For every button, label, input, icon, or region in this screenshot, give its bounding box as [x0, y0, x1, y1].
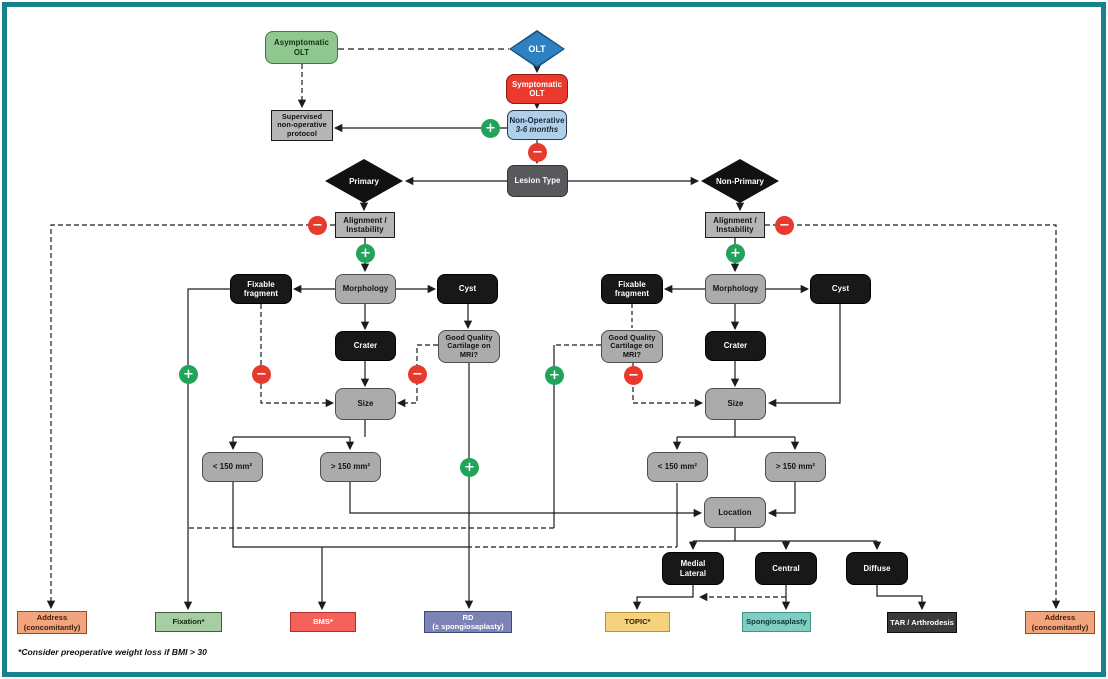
plus-indicator-nonoperative: +	[481, 119, 500, 138]
minus-glyph: −	[628, 368, 639, 383]
cyst-left-node: Cyst	[437, 274, 498, 304]
minus-indicator-fixable-left: −	[252, 365, 271, 384]
plus-indicator-alignment-right: +	[726, 244, 745, 263]
diffuse-node: Diffuse	[846, 552, 908, 585]
over-150mm-right-node: > 150 mm²	[765, 452, 826, 482]
plus-glyph: +	[464, 460, 475, 475]
tar-arthrodesis-outcome: TAR / Arthrodesis	[887, 612, 957, 633]
minus-glyph: −	[256, 367, 267, 382]
minus-glyph: −	[532, 145, 543, 160]
good-quality-cartilage-right-node: Good Quality Cartilage on MRI?	[601, 330, 663, 363]
fixation-outcome: Fixation*	[155, 612, 222, 632]
plus-indicator-alignment-left: +	[356, 244, 375, 263]
asymptomatic-olt-node: Asymptomatic OLT	[265, 31, 338, 64]
cyst-right-node: Cyst	[810, 274, 871, 304]
size-left-node: Size	[335, 388, 396, 420]
central-node: Central	[755, 552, 817, 585]
over-150mm-left-node: > 150 mm²	[320, 452, 381, 482]
morphology-left-node: Morphology	[335, 274, 396, 304]
plus-indicator-cartilage-right: +	[545, 366, 564, 385]
medial-lateral-node: Medial Lateral	[662, 552, 724, 585]
alignment-instability-left-node: Alignment / Instability	[335, 212, 395, 238]
bms-outcome: BMS*	[290, 612, 356, 632]
minus-glyph: −	[779, 218, 790, 233]
minus-glyph: −	[312, 218, 323, 233]
plus-glyph: +	[549, 368, 560, 383]
minus-indicator-cartilage-right: −	[624, 366, 643, 385]
rd-line2: (± spongiosaplasty)	[432, 622, 504, 631]
fixable-fragment-left-node: Fixable fragment	[230, 274, 292, 304]
plus-glyph: +	[360, 246, 371, 261]
address-concomitantly-left-outcome: Address (concomitantly)	[17, 611, 87, 634]
address-concomitantly-right-outcome: Address (concomitantly)	[1025, 611, 1095, 634]
plus-indicator-fixable-left: +	[179, 365, 198, 384]
non-operative-line1: Non-Operative	[509, 115, 565, 125]
size-right-node: Size	[705, 388, 766, 420]
under-150mm-right-node: < 150 mm²	[647, 452, 708, 482]
crater-right-node: Crater	[705, 331, 766, 361]
rd-line1: RD	[462, 612, 474, 622]
non-operative-line2: 3-6 months	[515, 125, 559, 134]
location-node: Location	[704, 497, 766, 528]
symptomatic-olt-node: Symptomatic OLT	[506, 74, 568, 104]
spongiosaplasty-outcome: Spongiosaplasty	[742, 612, 811, 632]
fixable-fragment-right-node: Fixable fragment	[601, 274, 663, 304]
good-quality-cartilage-left-node: Good Quality Cartilage on MRI?	[438, 330, 500, 363]
footnote: *Consider preoperative weight loss if BM…	[18, 647, 207, 657]
minus-glyph: −	[412, 367, 423, 382]
plus-glyph: +	[485, 121, 496, 136]
minus-indicator-alignment-right: −	[775, 216, 794, 235]
minus-indicator-cartilage-left: −	[408, 365, 427, 384]
non-operative-node: Non-Operative 3-6 months	[507, 110, 567, 140]
plus-indicator-cartilage-left: +	[460, 458, 479, 477]
lesion-type-node: Lesion Type	[507, 165, 568, 197]
plus-glyph: +	[183, 367, 194, 382]
morphology-right-node: Morphology	[705, 274, 766, 304]
plus-glyph: +	[730, 246, 741, 261]
rd-spongiosaplasty-outcome: RD (± spongiosaplasty)	[424, 611, 512, 633]
topic-outcome: TOPIC*	[605, 612, 670, 632]
under-150mm-left-node: < 150 mm²	[202, 452, 263, 482]
supervised-protocol-node: Supervised non-operative protocol	[271, 110, 333, 141]
minus-indicator-alignment-left: −	[308, 216, 327, 235]
crater-left-node: Crater	[335, 331, 396, 361]
minus-indicator-nonoperative: −	[528, 143, 547, 162]
alignment-instability-right-node: Alignment / Instability	[705, 212, 765, 238]
